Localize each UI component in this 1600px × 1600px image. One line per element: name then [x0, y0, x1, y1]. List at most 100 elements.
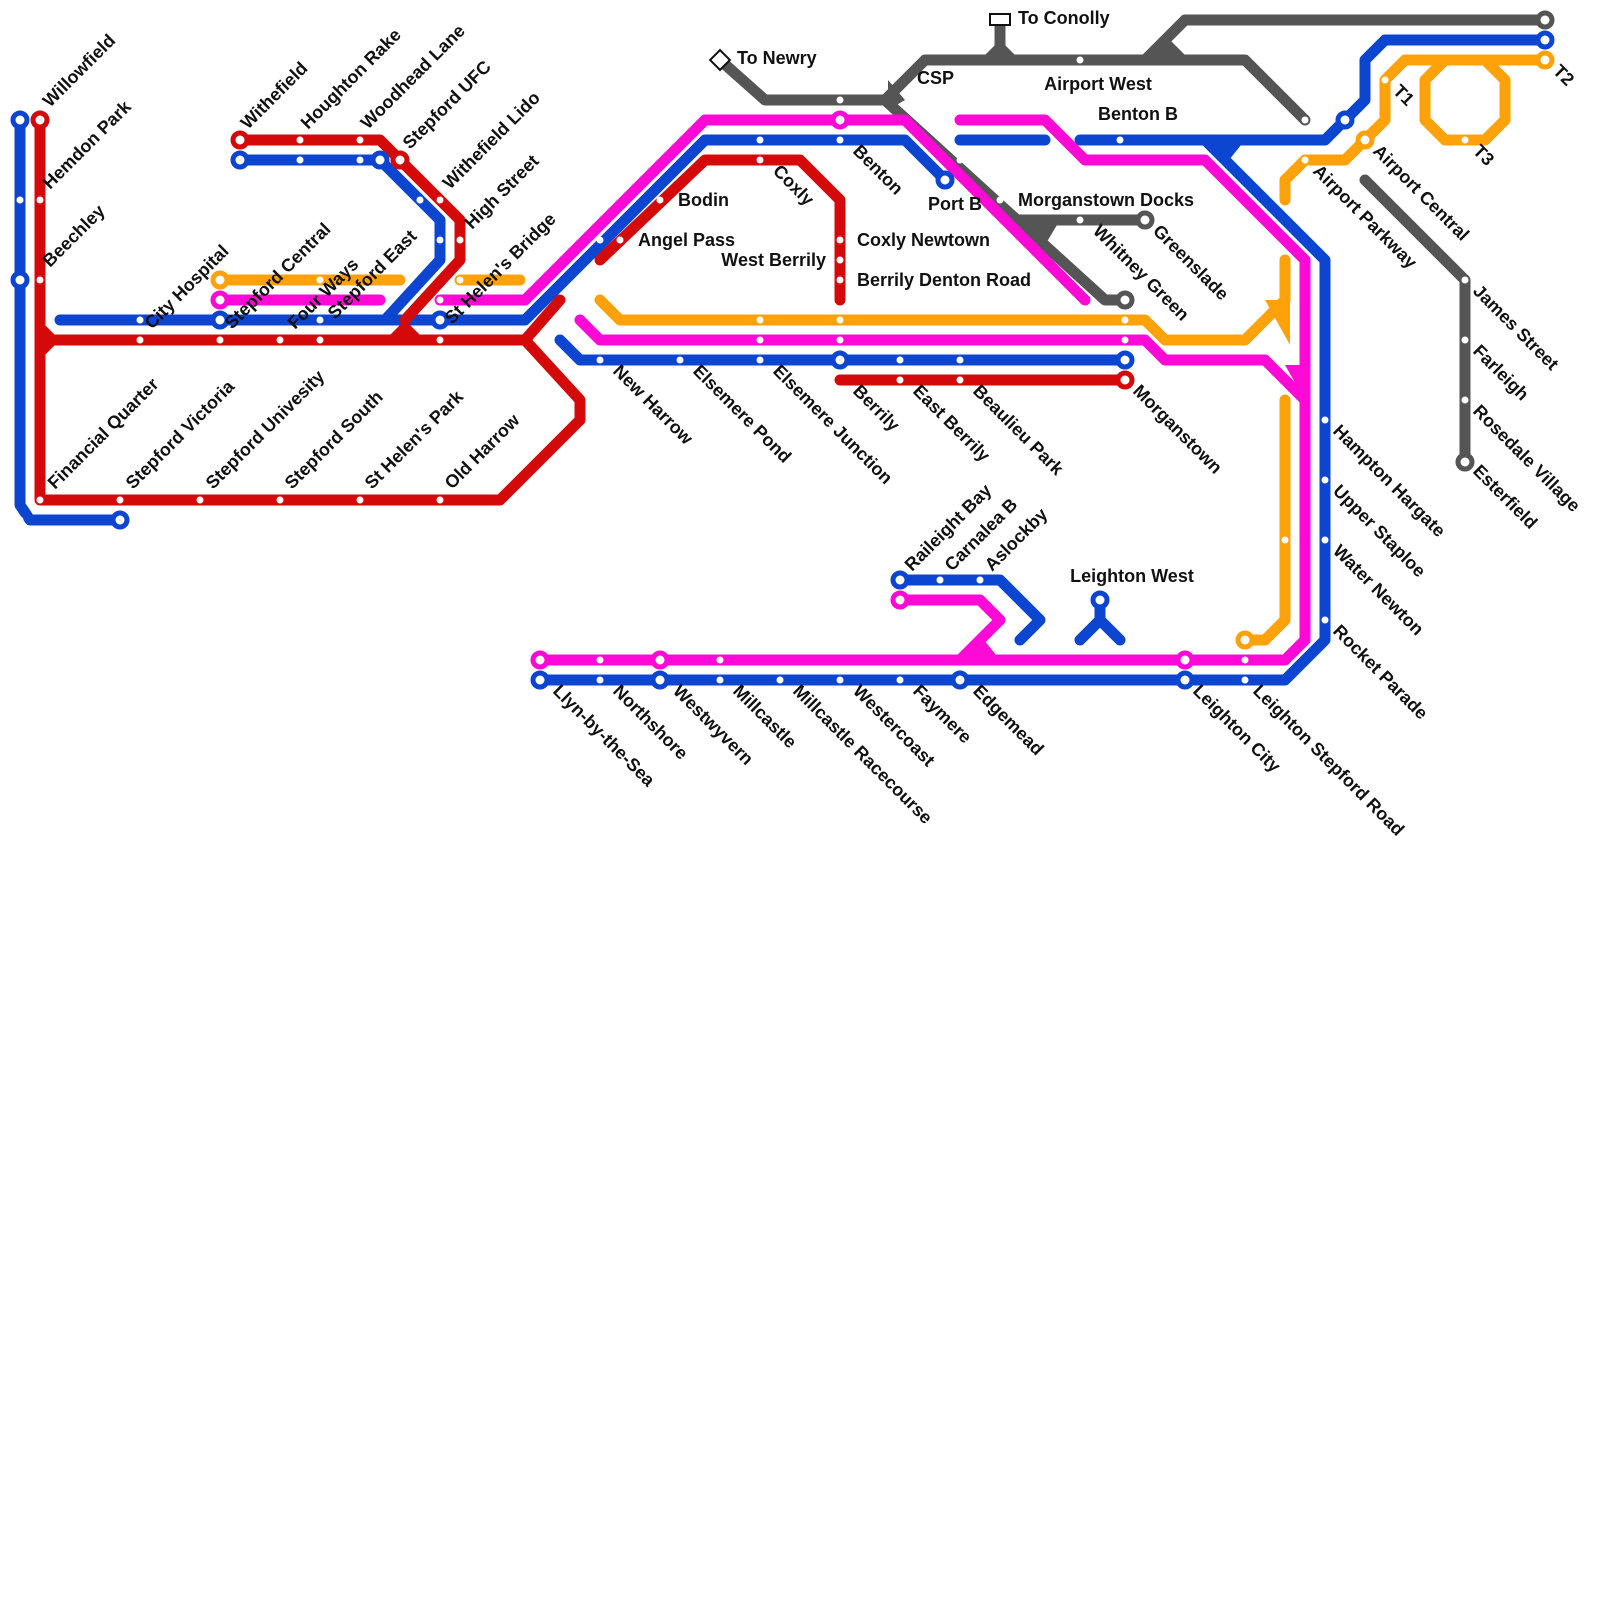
label-beaulieu-park: Beaulieu Park — [969, 381, 1068, 480]
terminus-marker — [1115, 290, 1135, 310]
station-dot — [276, 336, 284, 344]
label-beechley: Beechley — [39, 201, 109, 271]
station-dot — [776, 676, 784, 684]
station-dot — [216, 336, 224, 344]
station-dot — [436, 496, 444, 504]
terminus-marker — [1535, 10, 1555, 30]
station-dot — [436, 236, 444, 244]
grey-line-airport-branch — [1139, 14, 1551, 66]
stations — [10, 10, 1555, 690]
terminus-marker — [935, 170, 955, 190]
terminus-marker — [1335, 110, 1355, 130]
terminus-marker — [1090, 590, 1110, 610]
label-port-b: Port B — [928, 194, 982, 214]
magenta-line-whitney-branch — [534, 114, 1311, 666]
terminus-marker — [430, 310, 450, 330]
terminus-marker — [1455, 452, 1475, 472]
ferry-icon — [989, 13, 1011, 26]
station-dot — [616, 236, 624, 244]
station-dot — [36, 196, 44, 204]
blue-line-central — [54, 134, 951, 326]
station-dot — [356, 156, 364, 164]
terminus-marker — [210, 310, 230, 330]
station-dot — [596, 676, 604, 684]
station-dot — [1461, 336, 1469, 344]
station-dot — [196, 496, 204, 504]
station-dot — [1241, 656, 1249, 664]
label-benton: Benton — [849, 141, 907, 199]
station-dot — [1461, 136, 1469, 144]
label-coxly-newtown: Coxly Newtown — [857, 230, 990, 250]
station-dot — [436, 196, 444, 204]
station-dot — [836, 96, 844, 104]
label-woodhead-lane: Woodhead Lane — [357, 21, 469, 133]
label-hemdon-park: Hemdon Park — [39, 96, 136, 193]
station-dot — [136, 316, 144, 324]
label-leighton-west: Leighton West — [1070, 566, 1194, 586]
label-new-harrow: New Harrow — [609, 361, 697, 449]
blue-line-benton-b — [1074, 34, 1551, 146]
station-dot — [596, 356, 604, 364]
station-dot — [1301, 156, 1309, 164]
grey-line-newry-branch — [714, 54, 1311, 126]
station-dot — [36, 496, 44, 504]
label-morganstown: Morganstown — [1129, 381, 1226, 478]
station-labels: Willowfield Hemdon Park Beechley Withefi… — [39, 8, 1585, 840]
station-dot — [456, 276, 464, 284]
terminus-marker — [530, 670, 550, 690]
red-line-west-junction — [40, 320, 60, 360]
label-angel-pass: Angel Pass — [638, 230, 735, 250]
station-dot — [836, 316, 844, 324]
station-dot — [16, 196, 24, 204]
terminus-marker — [1175, 670, 1195, 690]
red-line-coxly-branch — [594, 154, 846, 306]
blue-line-eastern-junction — [1205, 140, 1245, 165]
label-bodin: Bodin — [678, 190, 729, 210]
terminus-marker — [1175, 650, 1195, 670]
label-west-berrily: West Berrily — [721, 250, 826, 270]
terminus-marker — [110, 510, 130, 530]
orange-line-junction — [1265, 300, 1290, 345]
station-dot — [896, 376, 904, 384]
station-dot — [596, 236, 604, 244]
red-line-central-junction — [385, 320, 425, 340]
label-farleigh: Farleigh — [1469, 341, 1533, 405]
station-dot — [136, 336, 144, 344]
station-dot — [316, 336, 324, 344]
magenta-line-central — [434, 114, 1091, 306]
terminus-marker — [890, 590, 910, 610]
magenta-line-raileight-junction — [955, 635, 1000, 660]
terminus-marker — [230, 150, 250, 170]
station-dot — [836, 136, 844, 144]
station-dot — [1116, 136, 1124, 144]
station-dot — [956, 376, 964, 384]
terminus-marker — [830, 350, 850, 370]
station-dot — [756, 336, 764, 344]
terminus-marker — [390, 150, 410, 170]
station-dot — [1301, 116, 1309, 124]
station-dot — [596, 656, 604, 664]
station-dot — [1321, 616, 1329, 624]
terminus-marker — [530, 650, 550, 670]
label-houghton-rake: Houghton Rake — [297, 25, 405, 133]
terminus-marker — [1135, 210, 1155, 230]
station-dot — [436, 296, 444, 304]
station-dot — [1381, 76, 1389, 84]
blue-line — [14, 34, 1551, 686]
terminus-marker — [950, 670, 970, 690]
station-dot — [936, 576, 944, 584]
terminus-marker — [370, 150, 390, 170]
red-line-central — [34, 294, 566, 346]
blue-line-eastern-branch — [534, 134, 1331, 686]
label-llyn-by-the-sea: Llyn-by-the-Sea — [549, 681, 659, 791]
station-dot — [676, 356, 684, 364]
station-dot — [996, 196, 1004, 204]
station-dot — [436, 336, 444, 344]
terminus-marker — [1115, 370, 1135, 390]
blue-line-withefield-branch — [234, 154, 446, 326]
station-dot — [416, 196, 424, 204]
blue-line-morganstown — [554, 334, 1131, 366]
station-dot — [1461, 396, 1469, 404]
station-dot — [836, 676, 844, 684]
station-dot — [456, 236, 464, 244]
